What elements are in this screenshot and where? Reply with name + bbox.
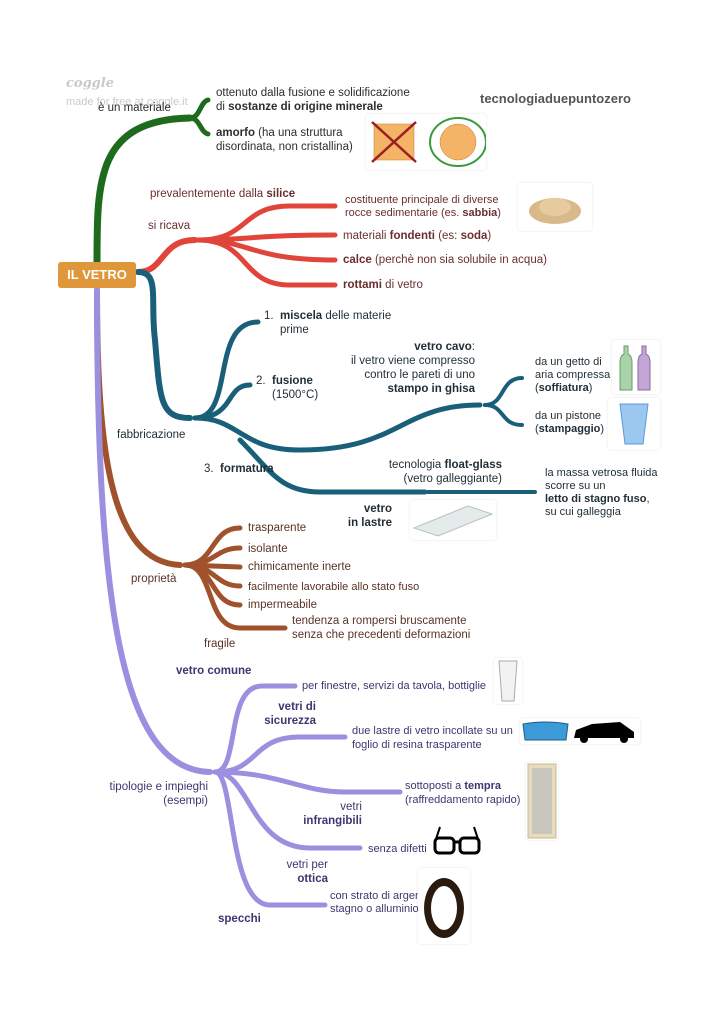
eyeglasses-image <box>432 823 482 859</box>
glass-cup-image <box>608 398 660 450</box>
drinking-glass-image <box>494 658 522 704</box>
label-materiale[interactable]: è un materiale <box>98 102 171 114</box>
node-soffiatura[interactable]: da un getto di aria compressa (soffiatur… <box>535 356 611 394</box>
label-proprieta[interactable]: proprietà <box>131 573 177 585</box>
node-miscela[interactable]: 1. miscela delle materie prime <box>264 310 392 336</box>
branch-fabbricazione <box>135 269 537 495</box>
crystal-vs-amorphous-image <box>366 114 487 170</box>
node-fondenti[interactable]: materiali fondenti (es: soda) <box>343 230 492 242</box>
node-fragile-desc[interactable]: tendenza a rompersi bruscamente senza ch… <box>292 615 471 641</box>
node-vetro-comune-desc[interactable]: per finestre, servizi da tavola, bottigl… <box>302 680 487 692</box>
node-formatura[interactable]: 3. formatura <box>204 463 274 475</box>
root-node[interactable]: IL VETRO <box>58 262 136 288</box>
node-impermeabile[interactable]: impermeabile <box>248 599 318 611</box>
windshield-car-image <box>520 718 640 744</box>
node-stampaggio[interactable]: da un pistone (stampaggio) <box>535 410 605 435</box>
node-fusione[interactable]: 2. fusione (1500°C) <box>256 375 319 401</box>
node-rottami[interactable]: rottami di vetro <box>343 279 423 291</box>
node-sicurezza-desc[interactable]: due lastre di vetro incollate su un fogl… <box>352 725 513 751</box>
node-vetro-cavo[interactable]: vetro cavo: il vetro viene compresso con… <box>351 341 475 395</box>
node-chimicamente-inerte[interactable]: chimicamente inerte <box>248 561 351 573</box>
node-ottica-desc[interactable]: senza difetti <box>368 843 427 855</box>
node-lavorabile[interactable]: facilmente lavorabile allo stato fuso <box>248 581 420 593</box>
label-specchi[interactable]: specchi <box>218 913 261 925</box>
coggle-logo: coggle <box>66 76 114 91</box>
node-stagno-fuso[interactable]: la massa vetrosa fluida scorre su un let… <box>545 467 658 518</box>
label-vetri-sicurezza[interactable]: vetri di sicurezza <box>264 701 316 727</box>
node-calce[interactable]: calce (perchè non sia solubile in acqua) <box>343 254 547 266</box>
node-amorfo[interactable]: amorfo (ha una struttura disordinata, no… <box>216 127 353 153</box>
node-trasparente[interactable]: trasparente <box>248 522 307 534</box>
node-specchi-desc[interactable]: con strato di argento stagno o alluminio <box>330 890 431 915</box>
glass-sheet-image <box>410 500 496 540</box>
node-float-glass[interactable]: tecnologia float-glass (vetro galleggian… <box>388 459 502 485</box>
label-si-ricava[interactable]: si ricava <box>148 220 191 232</box>
node-isolante[interactable]: isolante <box>248 543 288 555</box>
label-tipologie[interactable]: tipologie e impieghi (esempi) <box>109 781 208 807</box>
bottles-image <box>612 340 660 394</box>
node-vetro-lastre[interactable]: vetro in lastre <box>347 503 392 529</box>
label-fragile[interactable]: fragile <box>204 638 236 650</box>
label-vetri-infrangibili[interactable]: vetri infrangibili <box>303 801 362 827</box>
branch-ricava <box>135 203 338 288</box>
node-sabbia[interactable]: costituente principale di diverse rocce … <box>345 194 501 219</box>
coggle-tagline: made for free at coggle.it <box>66 96 188 108</box>
node-fusione-solidificazione[interactable]: ottenuto dalla fusione e solidificazione… <box>216 87 410 113</box>
brand-title: tecnologiaduepuntozero <box>480 91 631 106</box>
label-vetro-comune[interactable]: vetro comune <box>176 665 252 677</box>
glass-door-image <box>526 762 558 840</box>
sand-image <box>518 183 592 231</box>
branch-tipologie <box>94 287 403 908</box>
label-fabbricazione[interactable]: fabbricazione <box>117 429 186 441</box>
node-silice[interactable]: prevalentemente dalla silice <box>150 188 296 200</box>
label-vetri-ottica[interactable]: vetri per ottica <box>286 859 328 885</box>
mirror-image <box>418 868 470 944</box>
branch-materiale <box>93 97 211 266</box>
node-infrangibili-desc[interactable]: sottoposti a tempra (raffreddamento rapi… <box>405 780 521 806</box>
